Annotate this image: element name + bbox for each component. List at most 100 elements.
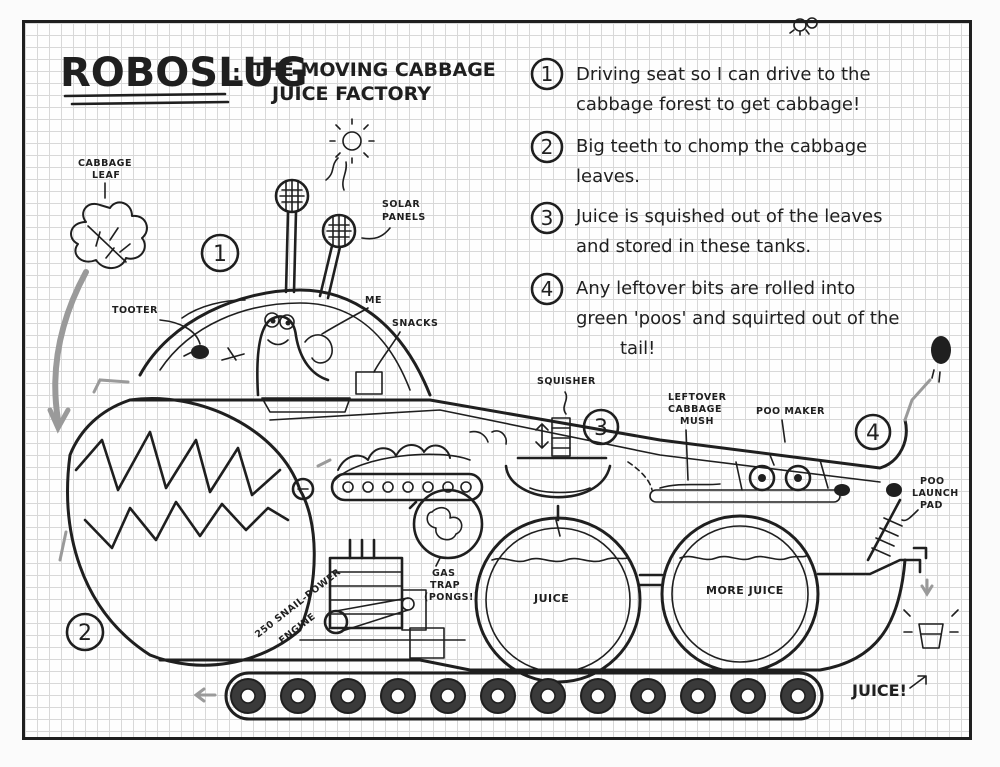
label-juice-tank: JUICE	[533, 592, 569, 605]
tooter-bell	[183, 351, 193, 357]
juice-tank-1-level	[491, 557, 629, 563]
callout-2: 2	[78, 621, 92, 646]
big-teeth-mouth	[58, 378, 316, 667]
squisher-updown-arrow	[535, 423, 549, 449]
slug-smile	[267, 339, 289, 346]
sun-rays	[329, 118, 375, 164]
note-2: 2 Big teeth to chomp the cabbage leaves.	[530, 130, 867, 187]
squisher-press	[551, 417, 571, 457]
callout-4: 4	[866, 421, 880, 446]
gas-label-arrow	[435, 557, 441, 567]
poo-maker-label-arrow	[781, 419, 786, 443]
green-poo-1	[834, 484, 850, 496]
mouth-lower-teeth	[83, 500, 290, 550]
tank-connector-pipe	[638, 573, 664, 587]
poo-roller-left-hub	[758, 474, 766, 482]
poo-launch-tail: POO LAUNCH PAD	[866, 336, 958, 562]
snacks-box	[355, 371, 383, 395]
callout-3-circle	[582, 408, 620, 446]
launched-poo	[931, 336, 951, 364]
note-4-number: 4	[541, 277, 554, 301]
track-direction-arrow	[193, 687, 217, 703]
conveyor-belt	[330, 472, 484, 502]
note-3-number: 3	[541, 206, 554, 230]
ladybird-shell	[806, 17, 818, 29]
juice-out-arrow	[909, 675, 927, 689]
mouth-upper-teeth	[74, 430, 282, 497]
poo-pad-label-arrow	[901, 509, 919, 522]
tooter-horn	[191, 345, 209, 359]
mouth-hinge	[291, 477, 315, 501]
slug-pupil-right	[285, 320, 291, 326]
title-main: ROBOSLUG	[60, 50, 307, 96]
track-wheel-hub	[340, 688, 356, 704]
note-1-line-2: cabbage forest to get cabbage!	[576, 94, 860, 115]
gas-trap: GAS TRAP (PONGS!)	[408, 488, 484, 603]
mush-conveyor	[649, 489, 841, 503]
label-poo-pad-3: PAD	[920, 500, 943, 511]
conveyor-feed-arrow	[316, 458, 332, 468]
sun-heat-lines	[325, 157, 348, 191]
note-4: 4 Any leftover bits are rolled into gree…	[530, 272, 899, 359]
sun-circle	[342, 131, 362, 151]
slug-pupil-left	[270, 318, 276, 324]
slug-body-base	[158, 558, 907, 672]
poo-roller-left	[748, 464, 776, 492]
solar-panel-right-grid	[326, 214, 352, 248]
label-tooter: TOOTER	[112, 305, 158, 316]
slug-eye-left	[264, 312, 280, 328]
note-4-line-2: green 'poos' and squirted out of the	[576, 308, 899, 329]
label-gas-1: GAS	[432, 568, 456, 579]
solar-panel-right-pole	[318, 244, 342, 300]
juice-dispenser: JUICE!	[851, 546, 959, 700]
squished-cabbage	[529, 487, 591, 494]
juice-drip	[555, 519, 561, 537]
cockpit-dome: TOOTER ME SNACKS	[112, 288, 438, 413]
leaf-outline	[70, 201, 148, 269]
juice-tank-2-inner	[671, 525, 809, 663]
note-3-number-circle	[530, 201, 564, 235]
label-solar-2: PANELS	[382, 212, 426, 223]
mouth-side-arrow	[58, 530, 68, 562]
slug-eye-right	[279, 314, 295, 330]
me-label-arrow	[321, 307, 369, 335]
label-juice-out: JUICE!	[851, 681, 907, 700]
solar-panels: SOLAR PANELS	[274, 178, 426, 300]
conveyor-rollers	[342, 481, 472, 493]
callout-1: 1	[213, 242, 227, 267]
title-colon: :	[232, 61, 241, 86]
sun	[325, 118, 375, 191]
track-wheel-hub	[490, 688, 506, 704]
track-wheel-hub	[640, 688, 656, 704]
note-3: 3 Juice is squished out of the leaves an…	[530, 201, 882, 257]
label-solar-1: SOLAR	[382, 199, 420, 210]
label-snacks: SNACKS	[392, 318, 438, 329]
leaf-veins	[87, 225, 131, 263]
callout-1-circle	[200, 233, 240, 273]
label-cabbage-leaf-1: CABBAGE	[78, 158, 132, 169]
snacks-label-arrow	[373, 331, 401, 373]
mush-pile	[659, 483, 721, 489]
note-2-line-2: leaves.	[576, 166, 640, 187]
label-poo-pad-1: POO	[920, 476, 945, 487]
cabbage-bits	[337, 444, 451, 471]
track-wheel-hub	[690, 688, 706, 704]
mush-label-arrow	[685, 429, 689, 481]
label-more-juice-tank: MORE JUICE	[706, 584, 784, 597]
track-belt	[224, 671, 824, 721]
squisher-label-arrow	[563, 391, 568, 415]
label-squisher: SQUISHER	[537, 376, 596, 387]
poo-making-line: LEFTOVER CABBAGE MUSH POO MAKER	[627, 392, 902, 503]
title-underline-1	[63, 92, 227, 98]
poo-launch-arrow	[903, 378, 932, 422]
notes-list: 1 Driving seat so I can drive to the cab…	[530, 57, 899, 359]
title-subtitle-line1: THE MOVING CABBAGE	[252, 59, 496, 81]
engine-fins	[329, 571, 403, 615]
green-poo-2	[886, 483, 902, 497]
solar-panel-left-grid	[279, 179, 305, 213]
dome-outer	[138, 288, 432, 397]
note-4-line-3: tail!	[620, 338, 655, 359]
label-gas-2: TRAP	[430, 580, 460, 591]
leaf-feed-arrow	[52, 269, 89, 423]
juice-pour-arrow	[920, 578, 934, 597]
